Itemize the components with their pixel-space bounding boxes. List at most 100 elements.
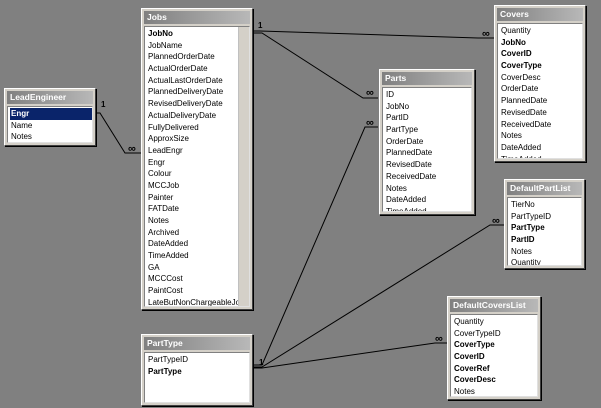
field-covertype[interactable]: CoverType [454,340,495,350]
table-parttype[interactable]: PartType PartTypeID PartType [141,334,253,406]
field-reviseddate[interactable]: RevisedDate [386,160,432,170]
field-approxsize[interactable]: ApproxSize [148,134,189,144]
field-reviseddeliverydate[interactable]: RevisedDeliveryDate [148,99,223,109]
field-engr[interactable]: Engr [10,108,92,120]
field-covertypeid[interactable]: CoverTypeID [454,328,501,338]
field-timeadded[interactable]: TimeAdded [148,251,189,261]
field-latebutnonchargeablejob[interactable]: LateButNonChargeableJob [148,297,238,306]
field-coverref[interactable]: CoverRef [454,363,490,373]
field-jobname[interactable]: JobName [148,40,183,50]
field-reviseddate[interactable]: RevisedDate [501,107,547,117]
field-engr[interactable]: Engr [148,157,165,167]
table-title[interactable]: PartType [144,337,250,350]
field-painter[interactable]: Painter [148,192,174,202]
field-parttypeid[interactable]: PartTypeID [148,355,189,364]
vertical-scrollbar[interactable] [238,27,249,306]
field-ga[interactable]: GA [148,262,160,272]
field-mcccost[interactable]: MCCCost [148,274,183,284]
field-quantity[interactable]: Quantity [511,258,541,265]
field-tierno[interactable]: TierNo [511,200,535,209]
field-actualorderdate[interactable]: ActualOrderDate [148,64,208,74]
field-partid[interactable]: PartID [386,113,409,123]
field-notes[interactable]: Notes [501,131,522,141]
field-parttype[interactable]: PartType [148,366,182,376]
field-planneddeliverydate[interactable]: PlannedDeliveryDate [148,87,224,97]
field-coverid[interactable]: CoverID [454,352,485,362]
field-jobno[interactable]: JobNo [386,101,410,111]
field-fatdate[interactable]: FATDate [148,204,179,214]
field-actuallastorderdate[interactable]: ActualLastOrderDate [148,75,223,85]
cardinality-one-label: 1 [101,100,106,109]
field-dateadded[interactable]: DateAdded [501,142,542,152]
field-colour[interactable]: Colour [148,169,172,179]
cardinality-many-label: ∞ [482,28,490,40]
field-timeadded[interactable]: TimeAdded [500,154,582,158]
field-id[interactable]: ID [386,90,394,99]
field-orderdate[interactable]: OrderDate [386,136,424,146]
field-planneddate[interactable]: PlannedDate [386,148,433,158]
field-receiveddate[interactable]: ReceivedDate [501,119,552,129]
field-timeadded[interactable]: TimeAdded [385,206,471,211]
table-title[interactable]: DefaultCoversList [450,299,538,312]
relationship-jobs-covers[interactable] [252,30,495,39]
field-plannedorderdate[interactable]: PlannedOrderDate [148,52,215,62]
field-actualdeliverydate[interactable]: ActualDeliveryDate [148,110,217,120]
field-coverdesc[interactable]: CoverDesc [454,375,496,385]
field-notes[interactable]: Notes [11,132,32,142]
cardinality-many-label: ∞ [366,117,374,129]
field-fullydelivered[interactable]: FullyDelivered [148,122,199,132]
field-quantity[interactable]: Quantity [454,317,484,326]
field-list[interactable]: PartTypeID PartType [144,352,250,403]
table-title[interactable]: LeadEngineer [7,91,93,104]
cardinality-many-label: ∞ [128,143,136,155]
field-notes[interactable]: Notes [511,246,532,256]
field-receiveddate[interactable]: ReceivedDate [386,171,437,181]
table-title[interactable]: Parts [382,72,472,85]
field-quantity[interactable]: Quantity [501,26,531,35]
field-name[interactable]: Name [11,120,33,130]
field-jobno[interactable]: JobNo [148,29,173,38]
field-planneddate[interactable]: PlannedDate [501,96,548,106]
field-dateadded[interactable]: DateAdded [148,239,189,249]
field-coverid[interactable]: CoverID [501,49,532,59]
field-dateadded[interactable]: DateAdded [386,195,427,205]
table-title[interactable]: Jobs [144,11,250,24]
field-paintcost[interactable]: PaintCost [148,286,183,296]
field-mccjob[interactable]: MCCJob [148,180,180,190]
table-title[interactable]: DefaultPartList [507,182,582,195]
field-coverdesc[interactable]: CoverDesc [501,72,541,82]
field-parttypeid[interactable]: PartTypeID [511,211,552,221]
field-covertype[interactable]: CoverType [501,61,542,71]
field-notes[interactable]: Notes [386,183,407,193]
field-partid[interactable]: PartID [511,235,535,245]
field-leadengr[interactable]: LeadEngr [148,145,183,155]
cardinality-many-label: ∞ [435,333,443,345]
field-orderdate[interactable]: OrderDate [501,84,539,94]
cardinality-many-label: ∞ [366,87,374,99]
relationship-jobs-parts[interactable] [252,32,378,99]
table-title[interactable]: Covers [497,8,583,21]
field-jobno[interactable]: JobNo [501,37,526,47]
field-notes[interactable]: Notes [148,216,169,225]
relationship-leadengineer-jobs[interactable] [95,112,142,154]
cardinality-one-label: 1 [258,21,263,30]
field-parttype[interactable]: PartType [511,223,545,233]
field-parttype[interactable]: PartType [386,125,419,135]
field-archived[interactable]: Archived [148,227,180,237]
field-notes[interactable]: Notes [454,387,475,396]
relationship-parttype-parts[interactable] [252,126,378,366]
relationship-parttype-defaultcoverslist[interactable] [252,342,447,369]
